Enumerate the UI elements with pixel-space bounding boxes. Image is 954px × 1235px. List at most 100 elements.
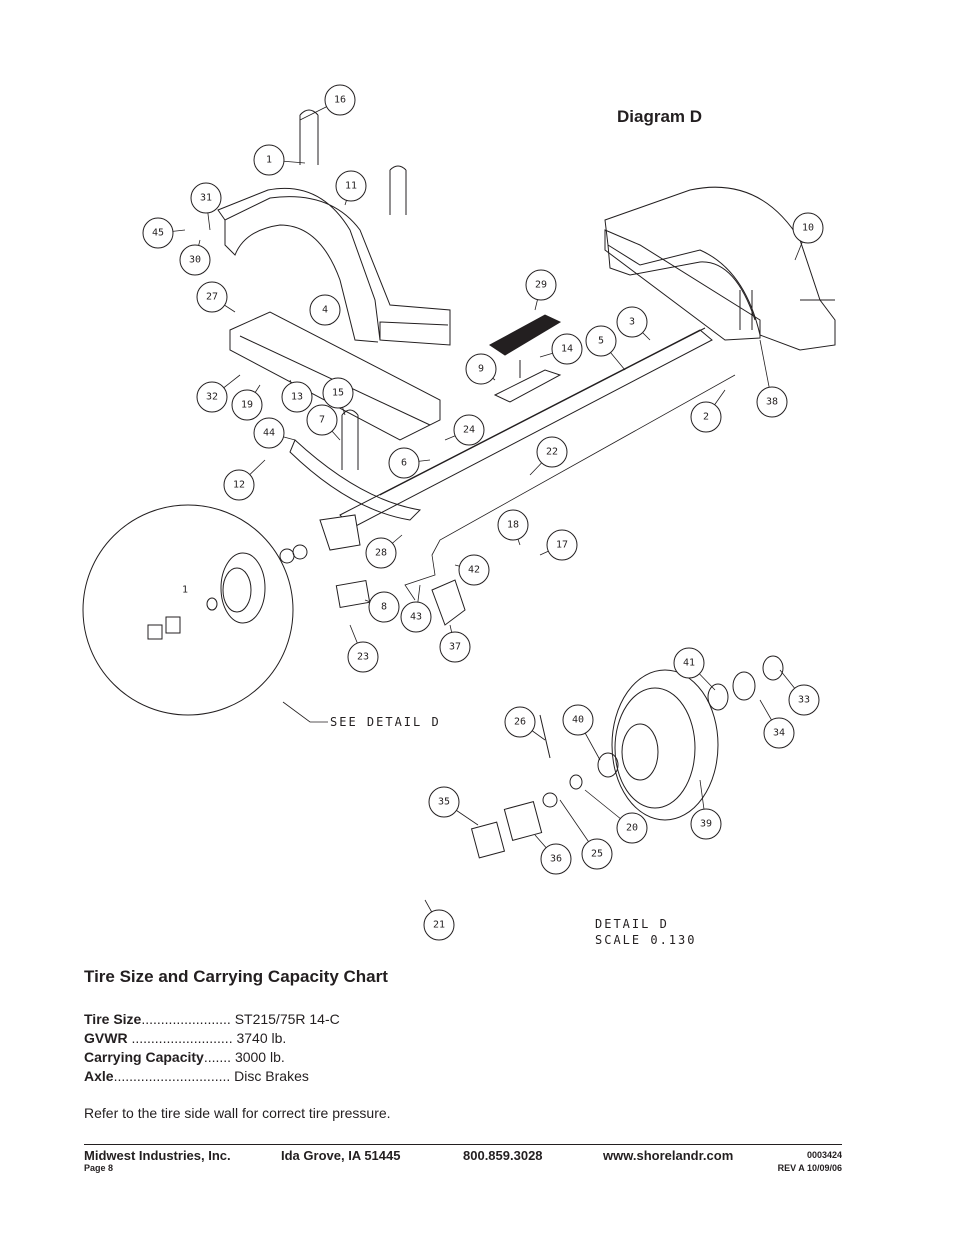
detail-label: DETAIL D <box>595 917 669 931</box>
part-callout-number: 16 <box>334 95 346 106</box>
caliper <box>431 579 466 626</box>
part-callout: 29 <box>525 269 557 311</box>
callout-circle <box>142 217 174 249</box>
part-callout-number: 2 <box>703 412 709 423</box>
part-callout: 14 <box>539 333 583 365</box>
part-callout-number: 19 <box>241 400 253 411</box>
callout-circle <box>196 381 228 413</box>
part-callout-number: 21 <box>433 920 445 931</box>
callout-circle <box>388 447 420 479</box>
part-callout: 20 <box>584 789 648 844</box>
part-callout-number: 39 <box>700 819 712 830</box>
part-callout-number: 32 <box>206 392 218 403</box>
footer-revision: REV A 10/09/06 <box>777 1163 842 1173</box>
part-callout: 8 <box>364 591 400 623</box>
spec-key: Carrying Capacity <box>84 1049 204 1065</box>
spec-row-gvwr: GVWR .......................... 3740 lb. <box>84 1030 286 1046</box>
callout-circle <box>585 325 617 357</box>
part-callout: 9 <box>465 353 497 385</box>
callout-circle <box>309 294 341 326</box>
part-callout-number: 10 <box>802 223 814 234</box>
footer-phone: 800.859.3028 <box>463 1148 543 1163</box>
part-callout-number: 7 <box>319 415 325 426</box>
part-callout: 22 <box>529 436 568 476</box>
part-callout-number: 27 <box>206 292 218 303</box>
callout-circle <box>546 529 578 561</box>
detail-rotor <box>597 655 784 821</box>
part-callout: 44 <box>253 417 296 449</box>
spec-key: Tire Size <box>84 1011 142 1027</box>
part-callout-number: 9 <box>478 364 484 375</box>
part-callout: 45 <box>142 217 186 249</box>
part-callout: 39 <box>690 779 722 840</box>
detail-bearings <box>470 714 583 859</box>
spec-dots: ....... <box>203 1049 232 1065</box>
part-callout: 36 <box>534 834 572 875</box>
see-detail-label: SEE DETAIL D <box>330 715 441 729</box>
callout-circle <box>423 909 455 941</box>
callout-circle <box>196 281 228 313</box>
part-callout: 16 <box>299 84 356 121</box>
part-callout: 11 <box>335 170 367 206</box>
callout-circle <box>281 381 313 413</box>
part-callout-number: 12 <box>233 480 245 491</box>
spec-dots: .............................. <box>113 1068 231 1084</box>
callout-circle <box>324 84 356 116</box>
part-callout-number: 44 <box>263 428 275 439</box>
part-callout-number: 17 <box>556 540 568 551</box>
part-callout-number: 25 <box>591 849 603 860</box>
part-callout: 37 <box>439 624 471 663</box>
part-callout-number: 15 <box>332 388 344 399</box>
left-fender-drawing <box>217 187 451 346</box>
part-callout-number: 14 <box>561 344 573 355</box>
part-callout: 38 <box>756 339 788 418</box>
part-callout: 28 <box>365 534 403 569</box>
callout-circle <box>792 212 824 244</box>
part-callout-number: 43 <box>410 612 422 623</box>
callout-circle <box>756 386 788 418</box>
detail-inner-rotor <box>147 552 266 640</box>
part-callout: 10 <box>792 212 824 261</box>
part-callout-number: 4 <box>322 305 328 316</box>
part-callout: 34 <box>759 699 795 749</box>
part-callout: 1 <box>253 144 306 176</box>
callout-circle <box>400 601 432 633</box>
part-callout-number: 33 <box>798 695 810 706</box>
spec-row-carrying-capacity: Carrying Capacity....... 3000 lb. <box>84 1049 285 1065</box>
part-callout-number: 22 <box>546 447 558 458</box>
capacity-chart-title: Tire Size and Carrying Capacity Chart <box>84 967 388 986</box>
part-callout: 42 <box>454 554 490 586</box>
part-callout: 32 <box>196 374 241 413</box>
part-callout-number: 3 <box>629 317 635 328</box>
part-callout-number: 11 <box>345 181 357 192</box>
callout-circle <box>231 389 263 421</box>
part-callout-number: 8 <box>381 602 387 613</box>
callout-circle <box>465 353 497 385</box>
part-callout: 18 <box>497 509 529 546</box>
part-callout: 30 <box>179 239 211 276</box>
spindle-hub <box>279 514 361 564</box>
spec-value: 3000 lb. <box>234 1049 285 1065</box>
footer-company: Midwest Industries, Inc. <box>84 1148 231 1163</box>
callout-circle <box>458 554 490 586</box>
callout-circle <box>335 170 367 202</box>
part-callout: 12 <box>223 459 266 501</box>
callout-circle <box>223 469 255 501</box>
callout-circle <box>504 706 536 738</box>
spec-row-tire-size: Tire Size....................... ST215/7… <box>84 1011 340 1027</box>
callout-circle <box>616 306 648 338</box>
part-callout: 1 <box>182 585 188 596</box>
part-callout: 13 <box>281 379 313 413</box>
callout-circle <box>439 631 471 663</box>
part-callout: 7 <box>306 404 341 441</box>
part-callout-number: 38 <box>766 397 778 408</box>
part-callout-number: 35 <box>438 797 450 808</box>
callout-circle <box>306 404 338 436</box>
part-callout: 31 <box>190 182 222 231</box>
part-callout: 25 <box>559 799 613 870</box>
part-callout-number: 24 <box>463 425 475 436</box>
part-callout: 33 <box>779 669 820 716</box>
callout-circle <box>365 537 397 569</box>
part-callout-number: 13 <box>291 392 303 403</box>
part-callout: 23 <box>347 624 379 673</box>
